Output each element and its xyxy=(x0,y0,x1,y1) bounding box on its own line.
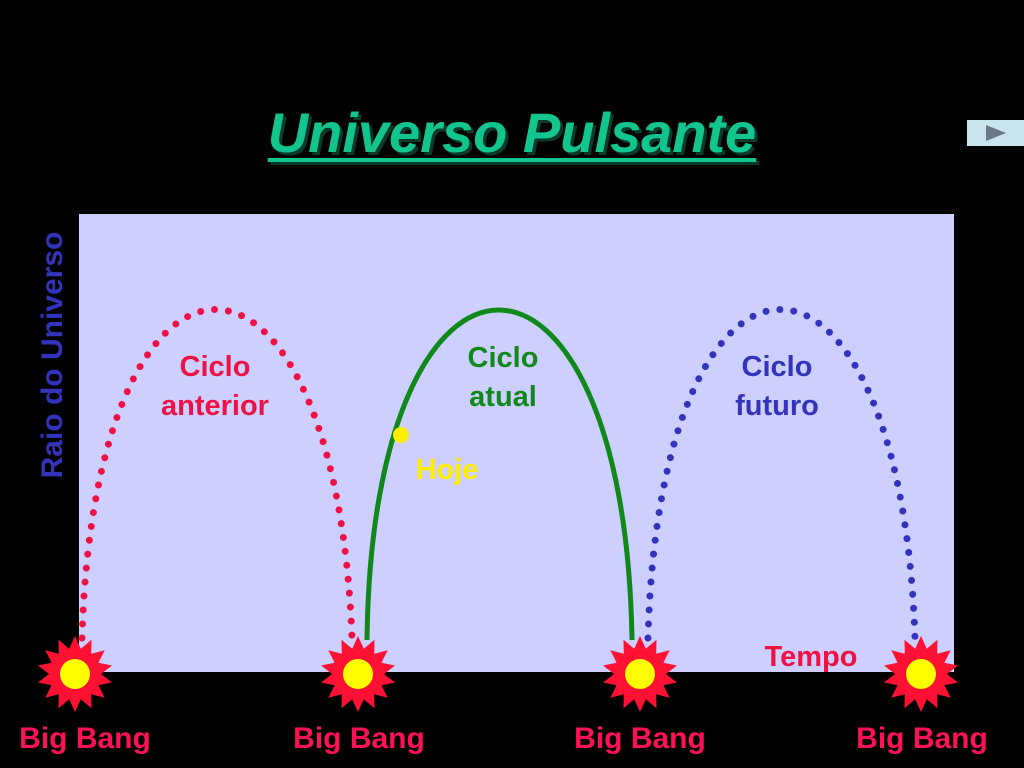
future-cycle-label-line1: Ciclo xyxy=(741,351,813,383)
big-bang-star-4 xyxy=(884,636,958,712)
previous-cycle-label-line1: Ciclo xyxy=(179,351,251,383)
current-cycle-label: Ciclo atual xyxy=(443,339,563,417)
big-bang-label-4: Big Bang xyxy=(856,722,988,755)
current-cycle-curve xyxy=(364,307,635,641)
big-bang-star-3 xyxy=(603,636,677,712)
today-label: Hoje xyxy=(415,454,479,486)
x-axis-label: Tempo xyxy=(764,641,858,673)
big-bang-label-3: Big Bang xyxy=(574,722,706,755)
today-dot xyxy=(393,427,409,443)
page-title: Universo Pulsante xyxy=(267,101,757,164)
future-cycle-curve xyxy=(644,306,919,642)
previous-cycle-label-line2: anterior xyxy=(161,390,269,423)
plot-area xyxy=(79,214,954,672)
previous-cycle-label: Ciclo anterior xyxy=(145,348,285,426)
future-cycle-label-line2: futuro xyxy=(735,390,819,423)
big-bang-star-1 xyxy=(38,636,112,712)
current-cycle-label-line2: atual xyxy=(469,381,537,414)
current-cycle-label-line1: Ciclo xyxy=(467,342,539,374)
previous-cycle-curve xyxy=(78,306,356,642)
future-cycle-label: Ciclo futuro xyxy=(712,348,842,426)
next-slide-button[interactable] xyxy=(967,120,1024,146)
big-bang-label-2: Big Bang xyxy=(293,722,425,755)
big-bang-star-2 xyxy=(321,636,395,712)
play-triangle-icon xyxy=(986,125,1006,141)
big-bang-label-1: Big Bang xyxy=(19,722,151,755)
